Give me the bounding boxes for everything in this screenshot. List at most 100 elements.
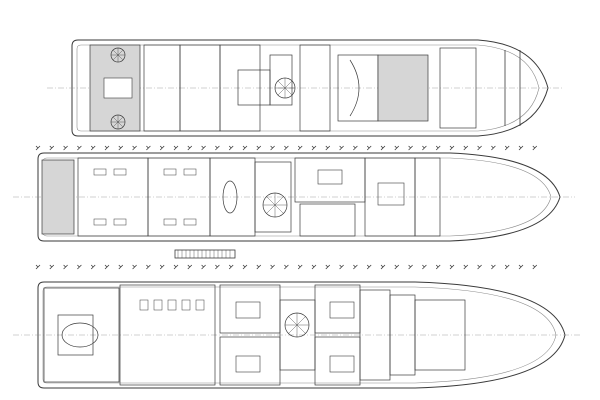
station-marker-icon bbox=[325, 145, 331, 151]
bulwark-line bbox=[76, 44, 540, 132]
stair-tread bbox=[266, 196, 276, 206]
frame-station-markers-row-2 bbox=[35, 264, 538, 270]
station-marker-icon bbox=[297, 264, 303, 270]
station-marker-icon bbox=[77, 145, 82, 151]
station-marker-icon bbox=[518, 264, 524, 270]
room-outline bbox=[299, 203, 356, 237]
station-marker-icon bbox=[159, 145, 165, 151]
station-marker-icon bbox=[132, 145, 137, 151]
station-marker-icon bbox=[353, 264, 358, 270]
helm-console bbox=[349, 59, 360, 117]
hull-outline bbox=[71, 39, 549, 137]
stair-tread bbox=[117, 121, 124, 128]
station-marker-icon bbox=[146, 145, 151, 151]
station-marker-icon bbox=[284, 145, 289, 151]
room-outline bbox=[57, 314, 94, 356]
stair-tread bbox=[274, 196, 284, 206]
station-marker-icon bbox=[35, 264, 41, 270]
station-marker-icon bbox=[518, 145, 524, 151]
sofa-icon bbox=[183, 168, 197, 176]
station-marker-icon bbox=[63, 145, 68, 151]
stair-tread bbox=[112, 49, 119, 56]
hull-outline bbox=[37, 281, 566, 389]
station-marker-icon bbox=[284, 264, 289, 270]
station-marker-icon bbox=[491, 264, 496, 270]
bed-icon bbox=[329, 355, 355, 373]
station-marker-icon bbox=[366, 264, 372, 270]
room-outline bbox=[279, 299, 316, 371]
room-outline bbox=[414, 299, 466, 371]
room-outline bbox=[219, 284, 281, 334]
station-marker-icon bbox=[173, 145, 179, 151]
station-marker-icon bbox=[35, 145, 41, 151]
bed-icon bbox=[377, 182, 405, 206]
stair-tread bbox=[266, 204, 276, 214]
station-marker-icon bbox=[104, 145, 110, 151]
stair-tread bbox=[112, 54, 119, 61]
station-marker-icon bbox=[408, 145, 413, 151]
galley-island bbox=[317, 169, 343, 185]
room-outline bbox=[41, 159, 75, 235]
station-marker-icon bbox=[380, 264, 386, 270]
station-marker-icon bbox=[187, 264, 193, 270]
station-marker-icon bbox=[215, 264, 220, 270]
engine-equipment bbox=[153, 299, 163, 311]
stair-tread bbox=[296, 324, 306, 334]
station-marker-icon bbox=[504, 145, 510, 151]
frame-station-markers-row-1 bbox=[35, 145, 538, 151]
sofa-icon bbox=[113, 218, 127, 226]
room-outline bbox=[314, 336, 361, 386]
station-marker-icon bbox=[242, 264, 248, 270]
room-outline bbox=[414, 157, 441, 237]
engine-equipment bbox=[167, 299, 177, 311]
station-marker-icon bbox=[104, 264, 110, 270]
stair-tread bbox=[277, 87, 286, 96]
bulwark-line bbox=[42, 286, 557, 384]
station-marker-icon bbox=[146, 264, 151, 270]
station-marker-icon bbox=[173, 264, 179, 270]
sofa-icon bbox=[183, 218, 197, 226]
room-outline bbox=[294, 157, 366, 203]
tender-icon bbox=[61, 322, 99, 348]
room-outline bbox=[237, 69, 271, 106]
room-outline bbox=[43, 287, 120, 383]
room-outline bbox=[254, 161, 292, 233]
station-marker-icon bbox=[325, 264, 331, 270]
bed-icon bbox=[235, 355, 261, 373]
engine-equipment bbox=[195, 299, 205, 311]
stair-tread bbox=[117, 116, 124, 123]
engine-equipment bbox=[139, 299, 149, 311]
sofa-icon bbox=[113, 168, 127, 176]
stair-tread bbox=[277, 80, 286, 89]
station-marker-icon bbox=[159, 264, 165, 270]
stair-tread bbox=[117, 54, 124, 61]
room-outline bbox=[377, 54, 429, 122]
station-marker-icon bbox=[435, 264, 441, 270]
station-marker-icon bbox=[504, 264, 510, 270]
sofa-icon bbox=[163, 168, 177, 176]
station-marker-icon bbox=[297, 145, 303, 151]
station-marker-icon bbox=[242, 145, 248, 151]
station-marker-icon bbox=[228, 145, 234, 151]
station-marker-icon bbox=[228, 264, 234, 270]
station-marker-icon bbox=[339, 145, 344, 151]
station-marker-icon bbox=[311, 264, 317, 270]
station-marker-icon bbox=[422, 145, 427, 151]
stair-tread bbox=[296, 316, 306, 326]
station-marker-icon bbox=[270, 264, 275, 270]
room-outline bbox=[219, 336, 281, 386]
station-marker-icon bbox=[77, 264, 82, 270]
station-marker-icon bbox=[477, 145, 482, 151]
boarding-ladder bbox=[174, 249, 236, 259]
station-marker-icon bbox=[132, 264, 137, 270]
station-marker-icon bbox=[532, 145, 538, 151]
station-marker-icon bbox=[408, 264, 413, 270]
station-marker-icon bbox=[353, 145, 358, 151]
bed-icon bbox=[235, 301, 261, 319]
station-marker-icon bbox=[435, 145, 441, 151]
station-marker-icon bbox=[449, 145, 455, 151]
room-outline bbox=[314, 284, 361, 334]
dining-table-icon bbox=[103, 77, 133, 99]
room-outline bbox=[119, 284, 216, 386]
station-marker-icon bbox=[463, 264, 469, 270]
